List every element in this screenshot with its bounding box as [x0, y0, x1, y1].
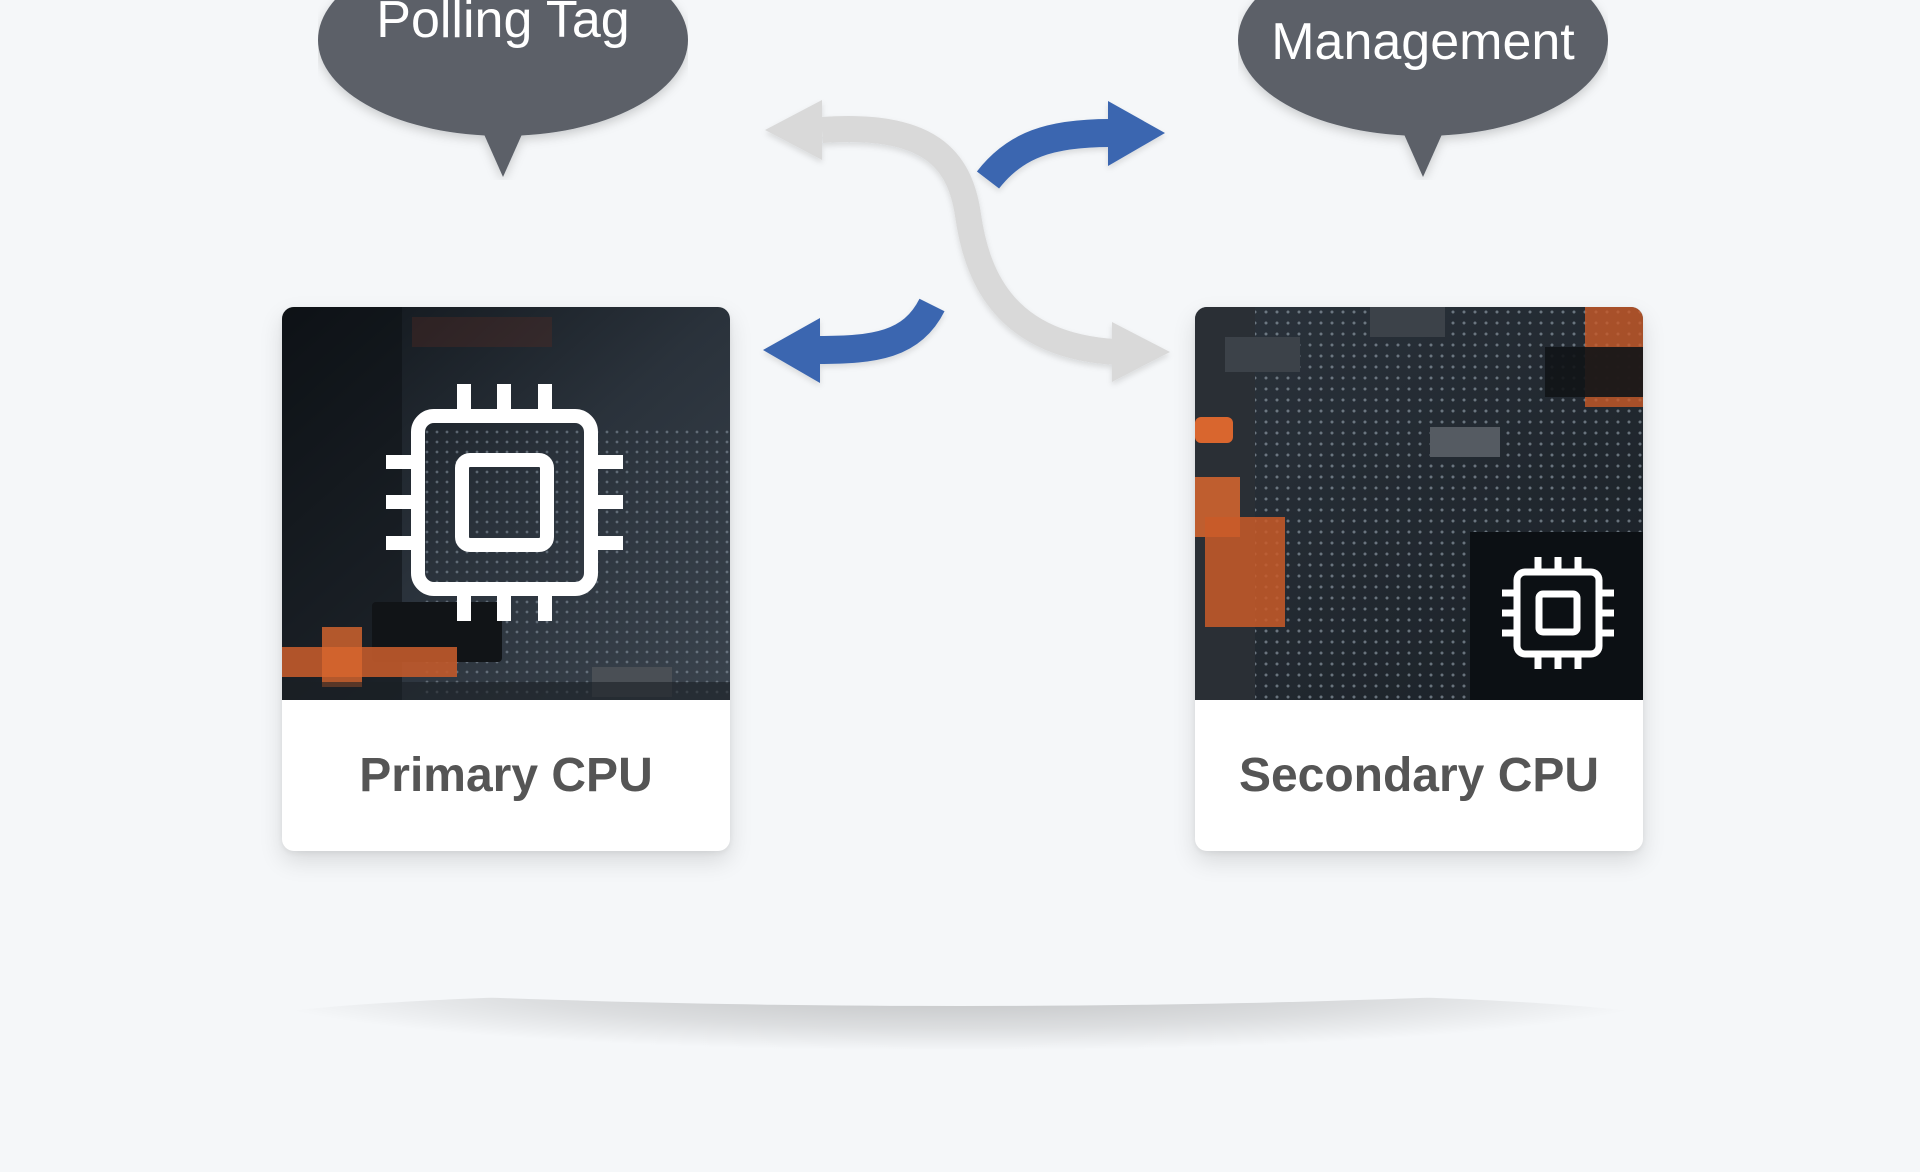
- card-label: Primary CPU: [359, 749, 653, 802]
- primary-cpu-card: Primary CPU: [282, 307, 730, 851]
- bubble-label: Management: [1271, 13, 1575, 71]
- bubble-label: Polling Tag: [376, 0, 630, 49]
- card-label: Secondary CPU: [1238, 749, 1600, 802]
- secondary-cpu-card: Secondary CPU: [1195, 307, 1643, 851]
- speech-bubble-polling-tag: Polling Tag: [318, 0, 688, 180]
- grey-arrowhead-left: [765, 100, 822, 160]
- cpu-chip-icon: [386, 384, 623, 621]
- blue-arrowhead-right: [1108, 101, 1165, 166]
- blue-arrowhead-left: [763, 318, 820, 383]
- circuit-board-photo: [1195, 307, 1643, 700]
- blue-arrow-left: [763, 298, 945, 383]
- blue-arrow-right: [976, 101, 1165, 189]
- grey-arrowhead-right: [1112, 322, 1170, 382]
- grey-s-arrow: [765, 100, 1170, 382]
- speech-bubble-management: Management: [1238, 0, 1608, 180]
- circuit-board-photo: [282, 307, 730, 700]
- speech-bubble-shape: [318, 0, 688, 177]
- speech-bubble-shape: [1238, 0, 1608, 177]
- cpu-chip-icon: [1502, 557, 1614, 669]
